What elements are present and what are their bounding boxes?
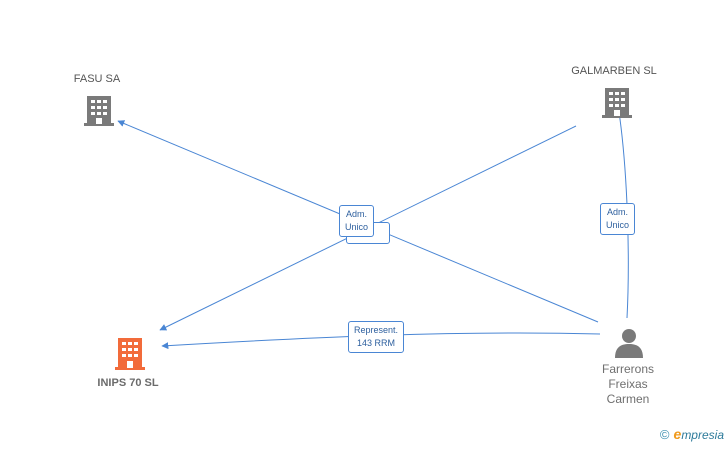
edge-label-center-line1: Adm.	[346, 209, 368, 219]
brand-watermark[interactable]: © empresia	[660, 426, 724, 442]
building-icon[interactable]	[84, 94, 114, 126]
node-label-galmarben[interactable]: GALMARBEN SL	[571, 65, 657, 77]
edge-label-right-line1: Adm.	[607, 207, 629, 217]
node-label-person[interactable]: Farrerons Freixas Carmen	[601, 362, 654, 406]
edge-label-center-line2: Unico	[345, 222, 369, 232]
edge-label-bottom-line1: Represent.	[354, 325, 399, 335]
node-label-fasu[interactable]: FASU SA	[73, 73, 121, 85]
edge-label-right-line2: Unico	[606, 220, 630, 230]
copyright-symbol: ©	[659, 426, 670, 442]
person-icon[interactable]	[614, 328, 644, 358]
building-icon[interactable]	[602, 86, 632, 118]
edge-label-right[interactable]: Adm. Unico	[600, 203, 636, 235]
node-label-inips[interactable]: INIPS 70 SL	[97, 377, 159, 389]
edge-label-center[interactable]: Adm. Unico	[339, 205, 375, 237]
edge-label-bottom-line2: 143 RRM	[357, 338, 396, 348]
brand-name: mpresia	[681, 428, 724, 442]
building-icon[interactable]	[115, 336, 145, 370]
edge-label-bottom[interactable]: Represent. 143 RRM	[348, 321, 405, 353]
brand-initial: e	[673, 426, 682, 442]
